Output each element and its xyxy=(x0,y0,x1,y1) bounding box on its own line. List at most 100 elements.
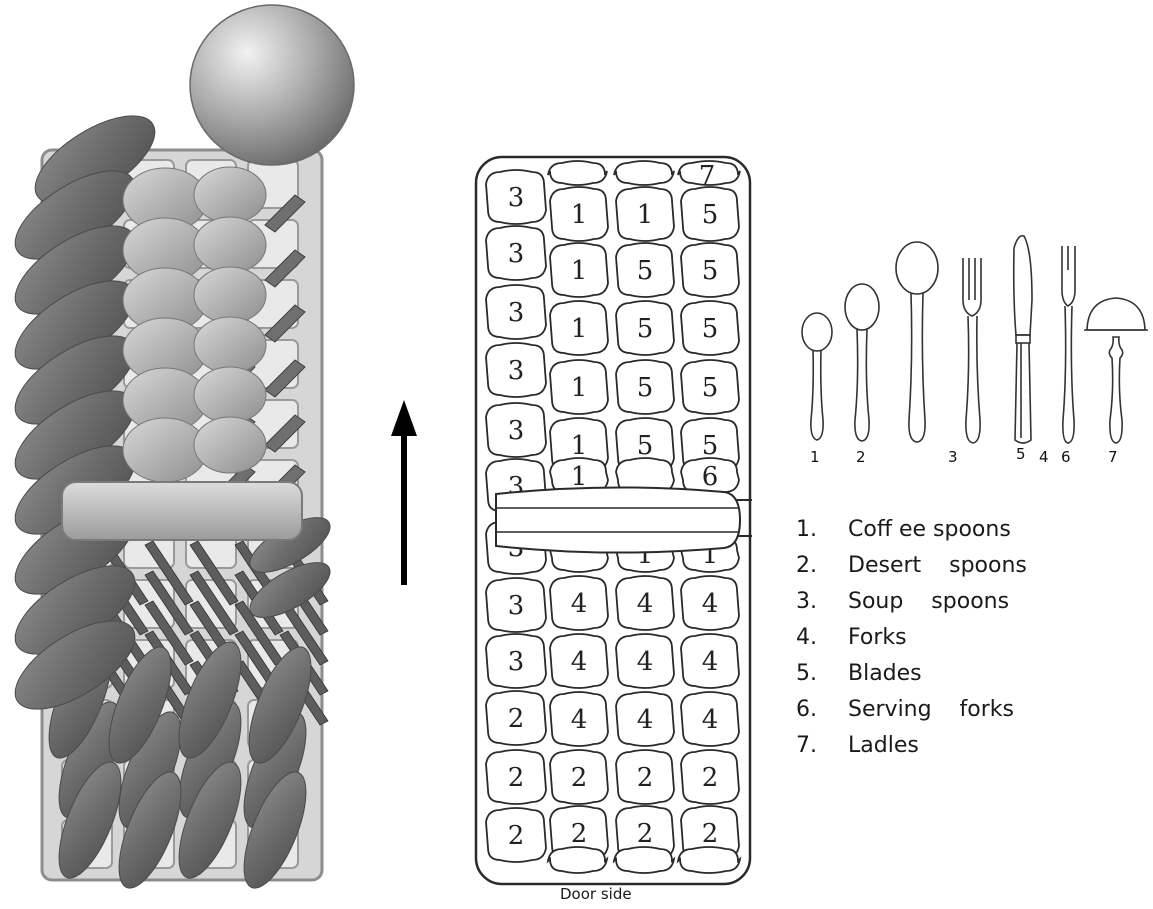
grid-cell-number: 4 xyxy=(702,589,719,619)
grid-cell: 4 xyxy=(550,576,608,630)
legend-number: 5. xyxy=(796,656,848,692)
grid-cell: 3 xyxy=(486,403,546,457)
legend-text: Blades xyxy=(848,656,922,692)
grid-cell-number: 3 xyxy=(508,298,525,328)
legend-item: 3.Soup spoons xyxy=(796,584,1027,620)
legend-text: Soup spoons xyxy=(848,584,1009,620)
legend-number: 4. xyxy=(796,620,848,656)
grid-cell-number: 2 xyxy=(702,763,719,793)
grid-cell: 2 xyxy=(486,691,546,745)
grid-cell-outline xyxy=(548,161,607,185)
spoon-shape xyxy=(194,217,266,273)
grid-cell xyxy=(678,847,740,873)
grid-cell: 5 xyxy=(616,301,674,355)
grid-cell: 4 xyxy=(550,692,608,746)
grid-cell-number: 5 xyxy=(637,373,654,403)
legend-item: 7.Ladles xyxy=(796,728,1027,764)
grid-cell-number: 1 xyxy=(571,431,588,461)
spoon-shape xyxy=(194,167,266,223)
legend-number: 6. xyxy=(796,692,848,728)
grid-cell-outline xyxy=(678,847,740,873)
blade-drawing xyxy=(1014,236,1032,443)
legend-item: 6.Serving forks xyxy=(796,692,1027,728)
grid-cell: 2 xyxy=(486,750,546,804)
grid-cell-number: 2 xyxy=(508,821,525,851)
ladle-drawing xyxy=(1084,298,1148,443)
grid-cell-number: 4 xyxy=(637,647,654,677)
legend-item: 2.Desert spoons xyxy=(796,548,1027,584)
grid-cell-number: 1 xyxy=(571,256,588,286)
direction-arrow xyxy=(391,400,417,585)
basket-layout-drawing: 7333333333222115155155155155161144444444… xyxy=(476,157,752,884)
soup-spoon-drawing xyxy=(896,242,938,442)
spoon-shape xyxy=(194,267,266,323)
legend-number: 7. xyxy=(796,728,848,764)
grid-cell-number: 4 xyxy=(571,705,588,735)
grid-cell-number: 5 xyxy=(702,200,719,230)
grid-cell: 4 xyxy=(616,576,674,630)
grid-cell xyxy=(548,847,607,873)
grid-cell-number: 2 xyxy=(508,763,525,793)
grid-cell: 4 xyxy=(681,634,739,688)
utensil-label: 6 xyxy=(1061,448,1071,466)
grid-cell-number: 5 xyxy=(637,314,654,344)
grid-cell-number: 3 xyxy=(508,183,525,213)
grid-cell: 4 xyxy=(616,634,674,688)
grid-cell: 5 xyxy=(616,243,674,297)
grid-cell-outline xyxy=(614,847,674,873)
utensil-label: 4 xyxy=(1039,448,1049,466)
grid-cell: 5 xyxy=(681,360,739,414)
grid-cell-number: 4 xyxy=(571,589,588,619)
basket-handle xyxy=(62,482,302,540)
grid-cell-number: 5 xyxy=(637,431,654,461)
grid-cell-number: 4 xyxy=(702,647,719,677)
grid-cell: 3 xyxy=(486,343,546,397)
grid-cell: 1 xyxy=(550,360,608,414)
utensil-legend: 1.Coff ee spoons 2.Desert spoons 3.Soup … xyxy=(796,512,1027,764)
grid-cell-number: 2 xyxy=(637,819,654,849)
utensil-illustrations xyxy=(802,236,1148,443)
legend-item: 4.Forks xyxy=(796,620,1027,656)
grid-cell: 2 xyxy=(550,750,608,804)
grid-cell: 1 xyxy=(616,187,674,241)
grid-cell-number: 5 xyxy=(702,373,719,403)
spoon-shape xyxy=(194,317,266,373)
grid-cell: 3 xyxy=(486,634,546,688)
utensil-label: 5 xyxy=(1016,445,1026,463)
grid-cell-number: 2 xyxy=(508,704,525,734)
grid-cell-number: 4 xyxy=(637,705,654,735)
dessert-spoon-drawing xyxy=(845,284,879,441)
door-side-label: Door side xyxy=(560,885,632,903)
grid-cell: 5 xyxy=(681,187,739,241)
grid-cell: 3 xyxy=(486,170,546,224)
basket-ladle-bowl xyxy=(190,5,354,165)
legend-text: Coff ee spoons xyxy=(848,512,1011,548)
grid-cell xyxy=(614,847,674,873)
utensil-number-labels: 1 2 3 5 4 6 7 xyxy=(810,445,1118,466)
grid-cell-number: 5 xyxy=(702,431,719,461)
basket-center-handle xyxy=(496,487,740,552)
grid-cell: 3 xyxy=(486,578,546,632)
legend-item: 5.Blades xyxy=(796,656,1027,692)
grid-cell: 1 xyxy=(550,187,608,241)
utensil-label: 1 xyxy=(810,448,820,466)
grid-cell-number: 2 xyxy=(702,819,719,849)
grid-cell-number: 4 xyxy=(571,647,588,677)
grid-cell: 3 xyxy=(486,226,546,280)
grid-cell-number: 2 xyxy=(637,763,654,793)
grid-cell: 4 xyxy=(550,634,608,688)
legend-number: 3. xyxy=(796,584,848,620)
grid-cell-number: 4 xyxy=(637,589,654,619)
grid-cell: 5 xyxy=(616,360,674,414)
grid-cell xyxy=(548,161,607,185)
grid-cell-number: 5 xyxy=(702,256,719,286)
grid-cell-number: 5 xyxy=(702,314,719,344)
legend-item: 1.Coff ee spoons xyxy=(796,512,1027,548)
utensil-label: 7 xyxy=(1108,448,1118,466)
utensil-label: 2 xyxy=(856,448,866,466)
grid-cell-number: 1 xyxy=(571,200,588,230)
grid-cell-number: 5 xyxy=(637,256,654,286)
grid-cell: 5 xyxy=(681,243,739,297)
grid-cell-number: 3 xyxy=(508,416,525,446)
